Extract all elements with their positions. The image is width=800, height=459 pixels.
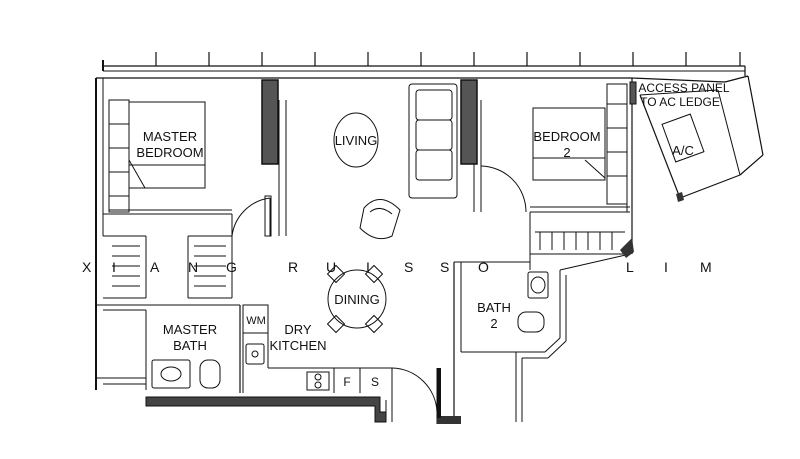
watermark-letter: I: [112, 259, 116, 275]
bedroom2-bed: [532, 107, 606, 181]
walls: [95, 75, 764, 424]
bedroom2-label-line2: 2: [563, 145, 570, 160]
master-bedroom-label-line1: MASTER: [143, 129, 197, 144]
column-right: [460, 79, 478, 165]
column-left: [261, 79, 279, 165]
wm-label: WM: [246, 315, 266, 327]
room-labels: MASTER BEDROOM LIVING BEDROOM 2 ACCESS P…: [136, 81, 729, 389]
watermark-letter: M: [700, 259, 712, 275]
watermark-letter: O: [478, 259, 489, 275]
master-bedroom-label-line2: BEDROOM: [136, 145, 203, 160]
living-label: LIVING: [335, 133, 378, 148]
dining-label: DINING: [334, 292, 380, 307]
facade-railing: [102, 52, 746, 76]
column-ac: [620, 238, 634, 258]
watermark-letter: G: [226, 259, 237, 275]
watermark-letter: S: [404, 259, 413, 275]
column-ac-small: [676, 192, 684, 202]
dry-kitchen-label-line2: KITCHEN: [269, 338, 326, 353]
watermark-letter: S: [440, 259, 449, 275]
doors: [231, 165, 527, 413]
column-entrance: [437, 416, 461, 424]
access-panel-label-line2: TO AC LEDGE: [640, 95, 720, 109]
watermark-letter: U: [326, 259, 336, 275]
watermark-letter: X: [82, 259, 92, 275]
fridge-label: F: [343, 375, 350, 389]
watermark-letter: L: [626, 259, 634, 275]
door-jamb: [437, 368, 441, 418]
bath2-label-line2: 2: [490, 316, 497, 331]
armchair: [359, 199, 401, 240]
bath2-fixtures: [517, 271, 549, 333]
bath2-label-line1: BATH: [477, 300, 511, 315]
wardrobe-hatch: [112, 231, 625, 287]
bedroom2-label-line1: BEDROOM: [533, 129, 600, 144]
watermark-letter: I: [366, 259, 370, 275]
structural-walls: [145, 79, 684, 424]
sofa: [408, 83, 458, 199]
master-bath-fixtures: [151, 359, 221, 389]
master-bath-label-line1: MASTER: [163, 322, 217, 337]
window-panels: [108, 81, 637, 213]
watermark-letter: N: [188, 259, 198, 275]
dry-kitchen-label-line1: DRY: [284, 322, 312, 337]
stove-label: S: [371, 375, 379, 389]
watermark-letter: R: [288, 259, 298, 275]
access-panel-label-line1: ACCESS PANEL: [638, 81, 729, 95]
watermark: X I A N G R U I S S O L I M: [82, 259, 712, 275]
kitchen-fixtures: [245, 343, 330, 391]
watermark-letter: A: [150, 259, 160, 275]
watermark-letter: I: [664, 259, 668, 275]
bottom-wall: [145, 396, 387, 423]
ac-unit: [661, 113, 705, 163]
master-bath-label-line2: BATH: [173, 338, 207, 353]
ac-label: A/C: [672, 143, 694, 158]
dining-set: [326, 264, 387, 334]
master-bed: [128, 101, 206, 189]
living-label-frame: [333, 112, 379, 168]
